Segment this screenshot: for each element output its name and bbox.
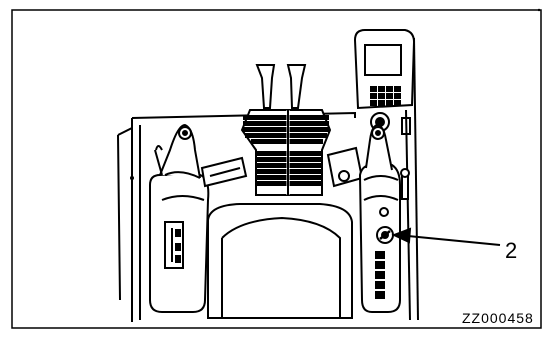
right-storage-box — [328, 148, 362, 186]
left-control-console — [150, 125, 208, 312]
frame-bolt — [130, 176, 134, 180]
monitor-panel — [355, 30, 414, 134]
callout-arrow — [394, 229, 500, 245]
operator-seat — [208, 204, 352, 318]
corner-mark — [538, 9, 540, 11]
left-foot-rest — [202, 158, 246, 186]
figure-code: ZZ000458 — [462, 310, 534, 326]
travel-pedals — [242, 110, 330, 195]
right-control-console — [360, 125, 409, 312]
callout-number: 2 — [505, 238, 517, 263]
travel-levers — [257, 65, 305, 108]
callout-target-switch — [377, 227, 393, 243]
